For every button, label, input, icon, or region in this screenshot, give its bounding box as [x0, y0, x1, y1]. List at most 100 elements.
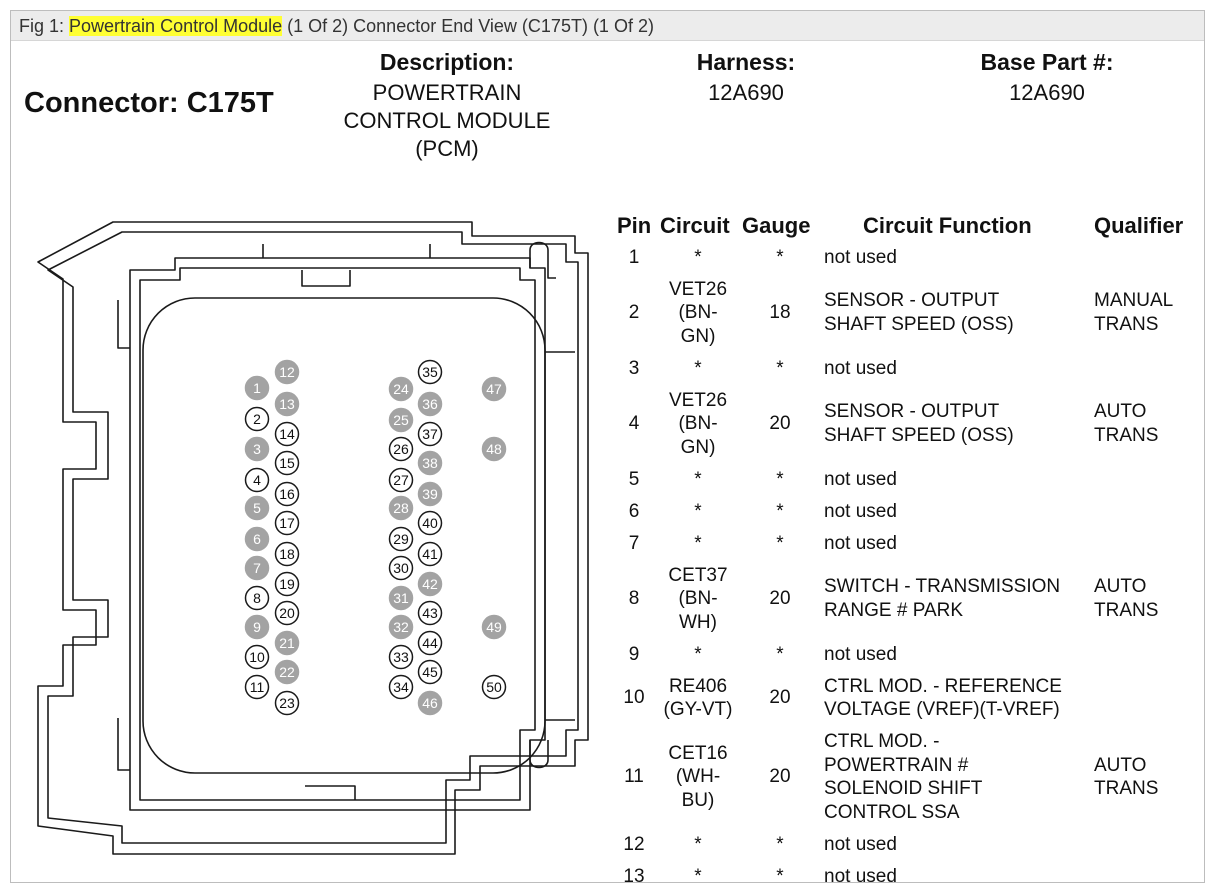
- figure-frame: Fig 1: Powertrain Control Module (1 Of 2…: [10, 10, 1205, 887]
- pin-48-cavity: [481, 436, 507, 462]
- circuit-line: *: [694, 357, 702, 379]
- pin-20-cavity: [274, 600, 300, 626]
- table-cell-pin-9: 9: [628, 643, 640, 665]
- pin-7-cavity: [244, 555, 270, 581]
- pin-5-number: 5: [253, 500, 261, 516]
- pin-32-cavity: [388, 614, 414, 640]
- table-cell-circuit-5: *: [653, 468, 743, 492]
- table-cell-pin-8: 8: [628, 588, 640, 609]
- function-line: SHAFT SPEED (OSS): [824, 313, 1014, 335]
- connector-pins: 1234567891011121314151617181920212223242…: [244, 359, 507, 716]
- table-cell-circuit-6: *: [653, 500, 743, 524]
- table-header-circuit-function: Circuit Function: [863, 213, 1032, 238]
- pin-5-cavity: [244, 495, 270, 521]
- pin-49-cavity: [481, 614, 507, 640]
- table-cell-circuit-12: *: [653, 833, 743, 857]
- connector-label: Connector: C175T: [24, 87, 274, 119]
- caption-highlight: Powertrain Control Module: [69, 16, 283, 36]
- caption-rest: (1 Of 2) Connector End View (C175T) (1 O…: [282, 16, 654, 36]
- function-line: not used: [824, 643, 897, 665]
- table-cell-pin-5: 5: [628, 468, 640, 490]
- pin-40-number: 40: [422, 515, 438, 531]
- table-cell-pin-3: 3: [628, 357, 640, 379]
- pin-26-cavity: [388, 436, 414, 462]
- table-cell-function-7: not used: [824, 532, 897, 556]
- pin-38-number: 38: [422, 455, 438, 471]
- pin-34-cavity: [388, 674, 414, 700]
- circuit-line: (GY-VT): [663, 699, 733, 720]
- qualifier-line: MANUAL: [1094, 290, 1174, 312]
- function-line: not used: [824, 246, 897, 268]
- table-cell-gauge-5: *: [776, 468, 784, 490]
- function-line: CONTROL SSA: [824, 801, 960, 823]
- harness-value: 12A690: [708, 80, 784, 105]
- qualifier-line: AUTO: [1094, 401, 1147, 423]
- table-cell-gauge-12: *: [776, 833, 784, 855]
- circuit-line: VET26: [668, 389, 728, 411]
- table-cell-gauge-6: *: [776, 500, 784, 522]
- pin-45-cavity: [417, 659, 443, 685]
- pin-15-cavity: [274, 450, 300, 476]
- circuit-line: CET37: [668, 564, 728, 586]
- function-line: RANGE # PARK: [824, 599, 964, 621]
- pin-23-number: 23: [279, 695, 295, 711]
- function-line: SWITCH - TRANSMISSION: [824, 576, 1061, 598]
- qualifier-line: AUTO: [1094, 576, 1147, 598]
- function-line: CTRL MOD. -: [824, 731, 940, 752]
- function-line: SENSOR - OUTPUT: [824, 401, 1000, 423]
- pin-32-number: 32: [393, 619, 409, 635]
- pin-21-number: 21: [279, 635, 295, 651]
- pin-46-cavity: [417, 690, 443, 716]
- table-cell-function-1: not used: [824, 246, 897, 270]
- circuit-line: GN): [680, 325, 716, 347]
- circuit-line: (BN-: [678, 413, 718, 434]
- circuit-line: *: [694, 865, 702, 887]
- pin-25-cavity: [388, 407, 414, 433]
- table-cell-gauge-11: 20: [769, 766, 791, 788]
- pin-17-number: 17: [279, 515, 295, 531]
- pin-49-number: 49: [486, 619, 502, 635]
- base-part-value: 12A690: [1009, 80, 1085, 105]
- function-line: SENSOR - OUTPUT: [824, 290, 1000, 312]
- pin-31-number: 31: [393, 590, 409, 606]
- circuit-line: RE406: [668, 675, 728, 697]
- table-cell-pin-6: 6: [628, 500, 640, 522]
- pin-36-number: 36: [422, 396, 438, 412]
- pin-6-cavity: [244, 526, 270, 552]
- circuit-line: (BN-: [678, 588, 718, 609]
- table-cell-function-5: not used: [824, 468, 897, 492]
- circuit-line: CET16: [668, 742, 728, 764]
- pin-39-cavity: [417, 481, 443, 507]
- function-line: not used: [824, 532, 897, 554]
- pin-10-cavity: [244, 644, 270, 670]
- pin-9-cavity: [244, 614, 270, 640]
- table-header-circuit: Circuit: [660, 213, 730, 238]
- table-cell-gauge-1: *: [776, 246, 784, 268]
- circuit-line: *: [694, 500, 702, 522]
- circuit-line: (BN-: [678, 302, 718, 323]
- qualifier-line: TRANS: [1094, 424, 1159, 446]
- table-cell-pin-12: 12: [623, 833, 645, 855]
- pin-13-cavity: [274, 391, 300, 417]
- table-cell-gauge-9: *: [776, 643, 784, 665]
- pin-3-number: 3: [253, 441, 261, 457]
- function-line: VOLTAGE (VREF)(T-VREF): [824, 699, 1060, 720]
- pin-38-cavity: [417, 450, 443, 476]
- pin-4-cavity: [244, 467, 270, 493]
- pin-8-cavity: [244, 585, 270, 611]
- pin-22-cavity: [274, 659, 300, 685]
- table-cell-pin-11: 11: [624, 766, 644, 788]
- pin-44-cavity: [417, 630, 443, 656]
- pin-27-number: 27: [393, 472, 409, 488]
- table-header-pin: Pin: [617, 213, 652, 238]
- qualifier-line: TRANS: [1094, 778, 1159, 799]
- circuit-line: *: [694, 643, 702, 665]
- table-cell-pin-2: 2: [628, 302, 640, 323]
- table-cell-circuit-2: VET26(BN-GN): [653, 278, 743, 349]
- pin-20-number: 20: [279, 605, 295, 621]
